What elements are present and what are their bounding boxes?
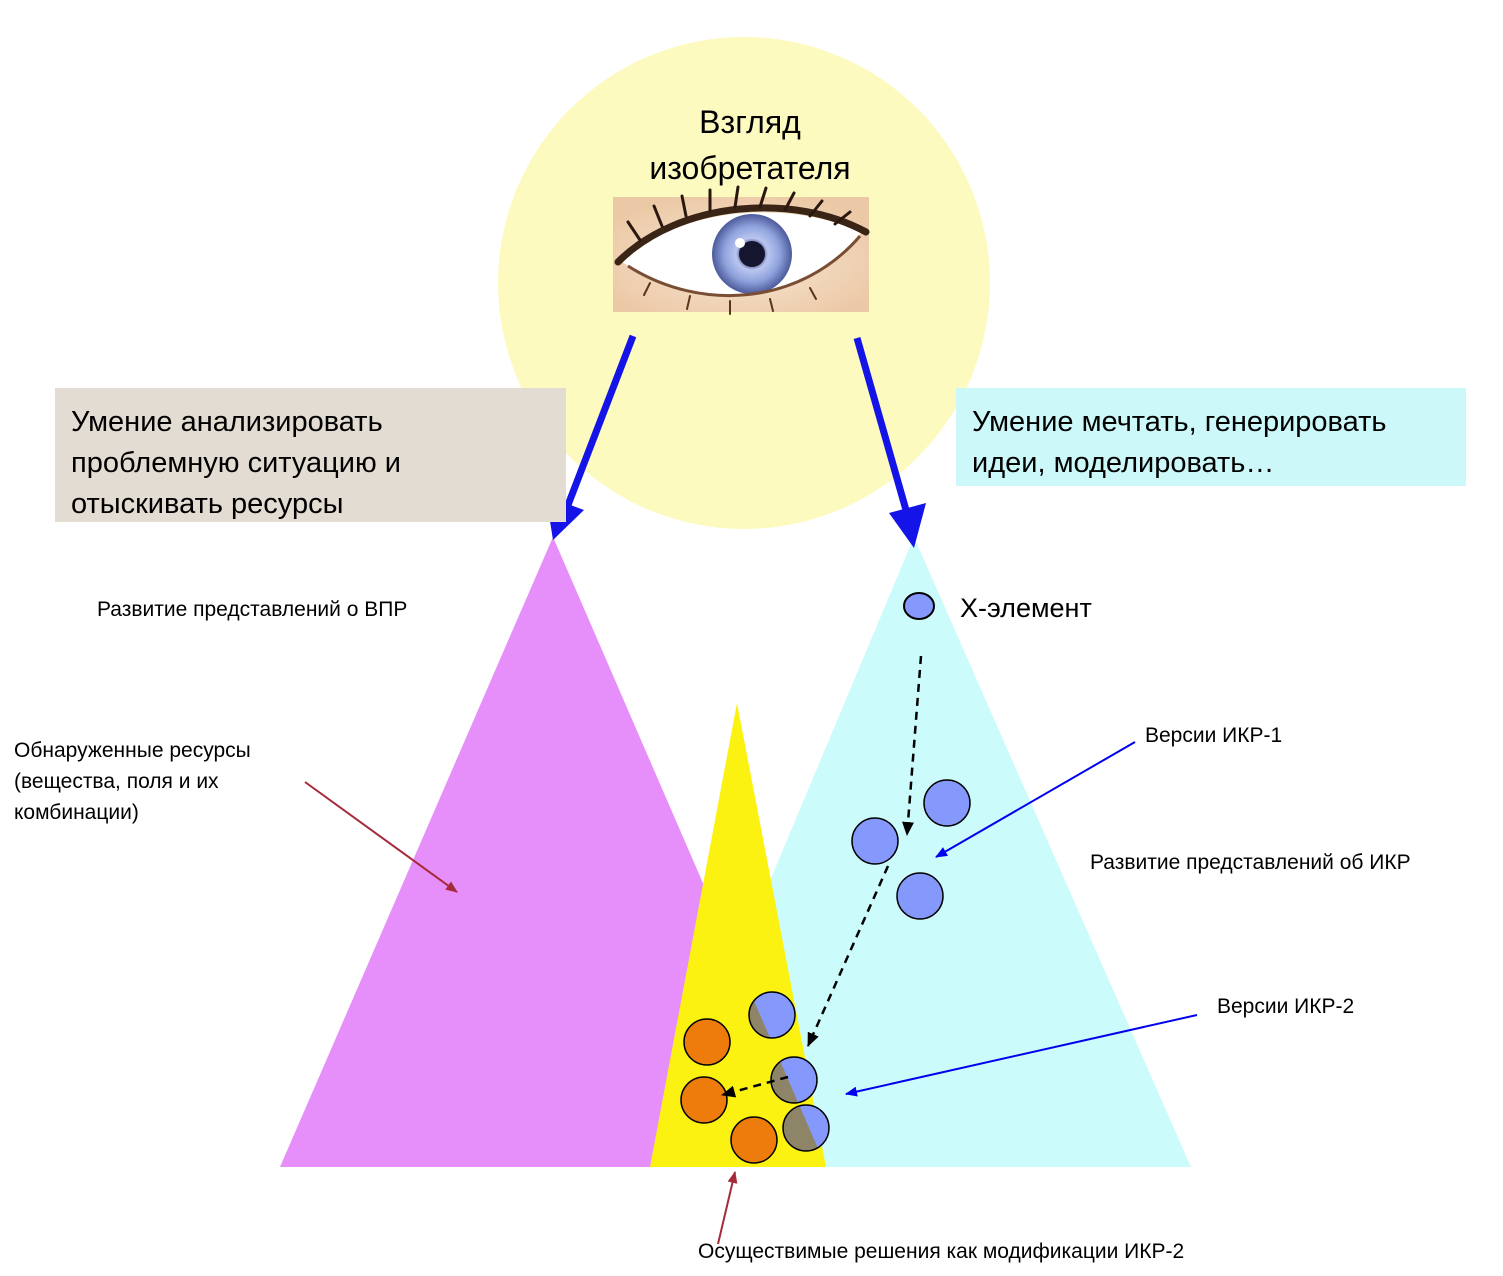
resources-label-line-1: Обнаруженные ресурсы: [14, 739, 251, 762]
dream-skill-line: идеи, моделировать…: [972, 447, 1275, 479]
ikr2-pointer: [845, 1014, 1198, 1097]
resources-pointer: [304, 781, 458, 893]
solutions-pointer: [717, 1171, 738, 1245]
eye-icon: [613, 185, 870, 315]
ikr2-circle: [770, 1056, 818, 1104]
solution-circle: [683, 1018, 731, 1066]
ikr1-pointer: [935, 741, 1136, 858]
title-line-1: Взгляд: [699, 104, 801, 140]
analysis-skill-line: отыскивать ресурсы: [71, 488, 344, 520]
resources-label-line-3: комбинации): [14, 801, 139, 824]
ikr1-circle: [923, 779, 971, 827]
analysis-skill-box: Умение анализировать проблемную ситуацию…: [55, 388, 566, 522]
analysis-skill-line: проблемную ситуацию и: [71, 447, 402, 479]
solution-circle: [730, 1116, 778, 1164]
ikr1-circle: [896, 872, 944, 920]
resources-label-line-2: (вещества, поля и их: [14, 770, 219, 793]
title-line-2: изобретателя: [649, 150, 851, 186]
eye-arrow-right: [853, 337, 926, 548]
solutions-label: Осуществимые решения как модификации ИКР…: [698, 1240, 1185, 1263]
ikr2-circle: [748, 991, 796, 1039]
solution-circle: [680, 1076, 728, 1124]
dashed-arrow: [721, 1075, 789, 1098]
dream-skill-line: Умение мечтать, генерировать: [972, 406, 1387, 438]
ikr2-circle: [782, 1104, 830, 1152]
dream-skill-box: Умение мечтать, генерировать идеи, модел…: [956, 388, 1466, 486]
ikr2-label: Версии ИКР-2: [1217, 995, 1355, 1018]
x-element-dot: [903, 592, 935, 620]
vpr-label: Развитие представлений о ВПР: [97, 598, 408, 621]
x-element-label: Х-элемент: [960, 593, 1092, 623]
ikr-development-label: Развитие представлений об ИКР: [1090, 851, 1411, 874]
ikr1-label: Версии ИКР-1: [1145, 724, 1283, 747]
dashed-arrow: [806, 865, 890, 1047]
ikr1-circle: [851, 817, 899, 865]
analysis-skill-line: Умение анализировать: [71, 406, 383, 438]
dashed-arrow: [902, 655, 923, 836]
